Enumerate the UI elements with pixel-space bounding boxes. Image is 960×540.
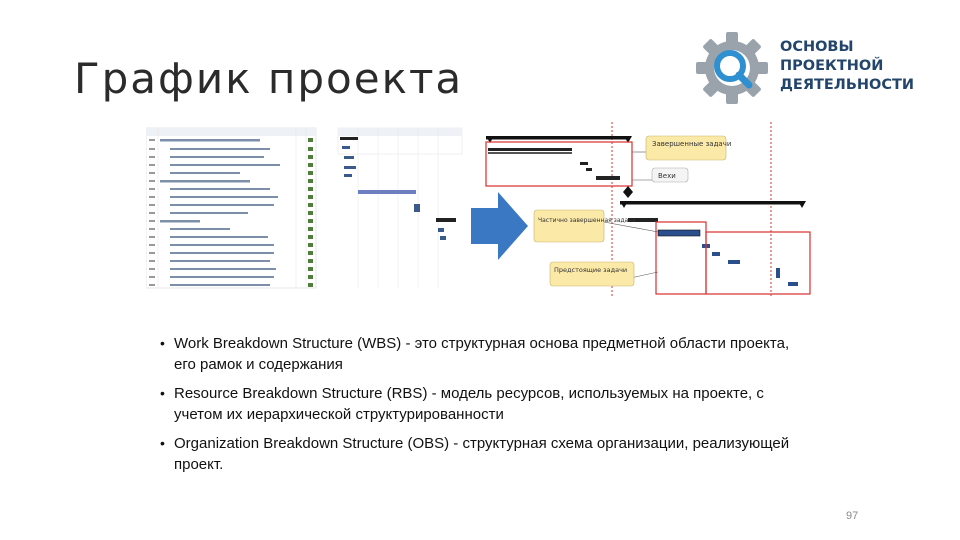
callout-milestone (651, 167, 689, 183)
gantt-zoomed: Завершенные задачи Вехи Частично заверше… (485, 122, 811, 298)
transition-arrow-icon (471, 192, 528, 260)
callout-partial (533, 209, 605, 243)
gantt-bars-small (337, 127, 463, 288)
bullet-item-wbs: Work Breakdown Structure (WBS) - это стр… (160, 333, 800, 375)
gantt-task-table (146, 127, 317, 289)
callout-partial-label: Частично завершенная задача (538, 217, 636, 224)
logo-line: ДЕЯТЕЛЬНОСТИ (780, 77, 915, 93)
callout-completed-label: Завершенные задачи (652, 140, 731, 148)
bullet-list: Work Breakdown Structure (WBS) - это стр… (160, 333, 800, 483)
logo-text: ОСНОВЫ ПРОЕКТНОЙ ДЕЯТЕЛЬНОСТИ (780, 38, 914, 95)
bullet-item-obs: Organization Breakdown Structure (OBS) -… (160, 433, 800, 475)
callout-upcoming (549, 261, 635, 287)
callout-completed (645, 135, 727, 161)
bullet-item-rbs: Resource Breakdown Structure (RBS) - мод… (160, 383, 800, 425)
callout-upcoming-label: Предстоящие задачи (554, 266, 627, 274)
slide-title: График проекта (74, 54, 464, 103)
logo-line: ОСНОВЫ (780, 39, 854, 55)
page-number: 97 (846, 510, 859, 522)
logo-line: ПРОЕКТНОЙ (780, 58, 884, 74)
logo: ОСНОВЫ ПРОЕКТНОЙ ДЕЯТЕЛЬНОСТИ (694, 32, 934, 104)
callout-milestone-label: Вехи (658, 172, 676, 180)
gantt-figure: Завершенные задачи Вехи Частично заверше… (146, 122, 811, 298)
gear-magnifier-icon (696, 32, 768, 104)
